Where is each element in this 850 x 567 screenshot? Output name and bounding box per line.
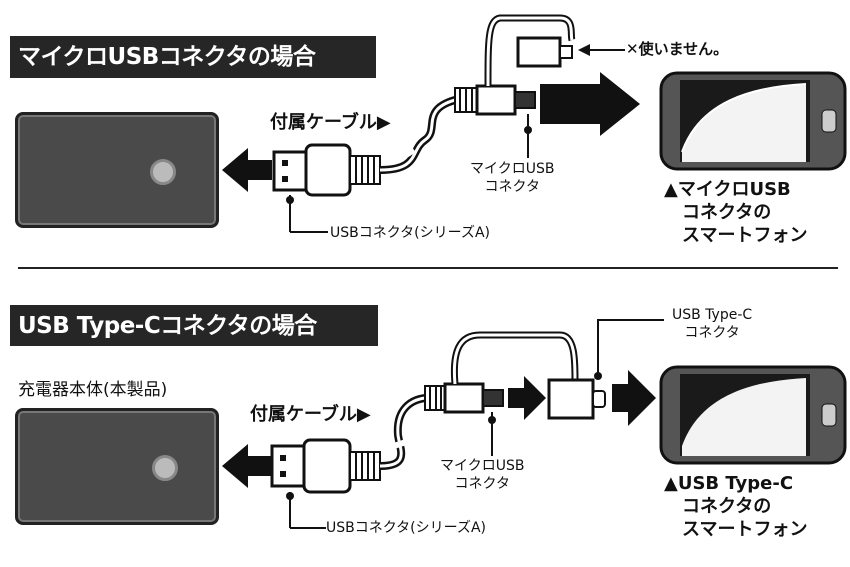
charger-label: 充電器本体(本製品)	[18, 380, 168, 400]
label-line: マイクロUSB	[470, 161, 555, 177]
section2-usb-a-label: USBコネクタ(シリーズA)	[326, 520, 486, 536]
section1-title: マイクロUSBコネクタの場合	[10, 36, 376, 78]
micro-usb-connector	[475, 84, 517, 116]
label-line: マイクロUSB	[440, 458, 525, 474]
label-line: コネクタ	[684, 325, 740, 341]
caption-line: コネクタの	[682, 202, 772, 223]
section1-cable-label: 付属ケーブル▶	[270, 112, 391, 133]
micro-usb-smartphone-image	[659, 71, 847, 171]
label-line: コネクタ	[484, 179, 540, 195]
type-c-label: USB Type-C コネクタ	[672, 306, 752, 342]
usb-a-plug	[272, 150, 308, 192]
power-bank-image	[15, 408, 219, 525]
arrow-right-icon	[540, 72, 640, 136]
arrow-right-icon	[508, 376, 546, 420]
section2-cable-drawing	[222, 319, 664, 529]
arrow-left-icon	[222, 444, 272, 488]
not-used-label: ✕使いません。	[626, 40, 729, 58]
section2-title: USB Type-Cコネクタの場合	[10, 305, 378, 346]
section1-micro-usb-label: マイクロUSB コネクタ	[470, 160, 554, 196]
caption-line: ▲USB Type-C	[664, 473, 794, 494]
type-c-adapter	[547, 378, 595, 420]
caption-line: スマートフォン	[682, 225, 808, 246]
label-line: USB Type-C	[672, 307, 753, 323]
power-bank-image	[15, 112, 219, 228]
label-line: コネクタ	[454, 476, 510, 492]
section2-micro-usb-label: マイクロUSB コネクタ	[440, 457, 524, 493]
section1-usb-a-label: USBコネクタ(シリーズA)	[330, 225, 490, 241]
section1-phone-caption: ▲マイクロUSB コネクタの スマートフォン	[664, 178, 807, 247]
section1-cable-drawing	[222, 14, 640, 233]
usb-a-plug	[270, 444, 306, 488]
unused-adapter	[516, 36, 562, 68]
caption-line: スマートフォン	[682, 519, 808, 540]
caption-line: コネクタの	[682, 496, 772, 517]
power-button-icon	[152, 455, 178, 481]
type-c-smartphone-image	[659, 365, 847, 465]
arrow-left-icon	[222, 148, 272, 192]
section-divider	[18, 267, 838, 269]
section2-phone-caption: ▲USB Type-C コネクタの スマートフォン	[664, 472, 807, 541]
section2-cable-label: 付属ケーブル▶	[250, 404, 371, 425]
caption-line: ▲マイクロUSB	[664, 179, 791, 200]
power-button-icon	[150, 159, 176, 185]
arrow-right-icon	[612, 370, 656, 426]
micro-usb-connector	[443, 382, 485, 414]
